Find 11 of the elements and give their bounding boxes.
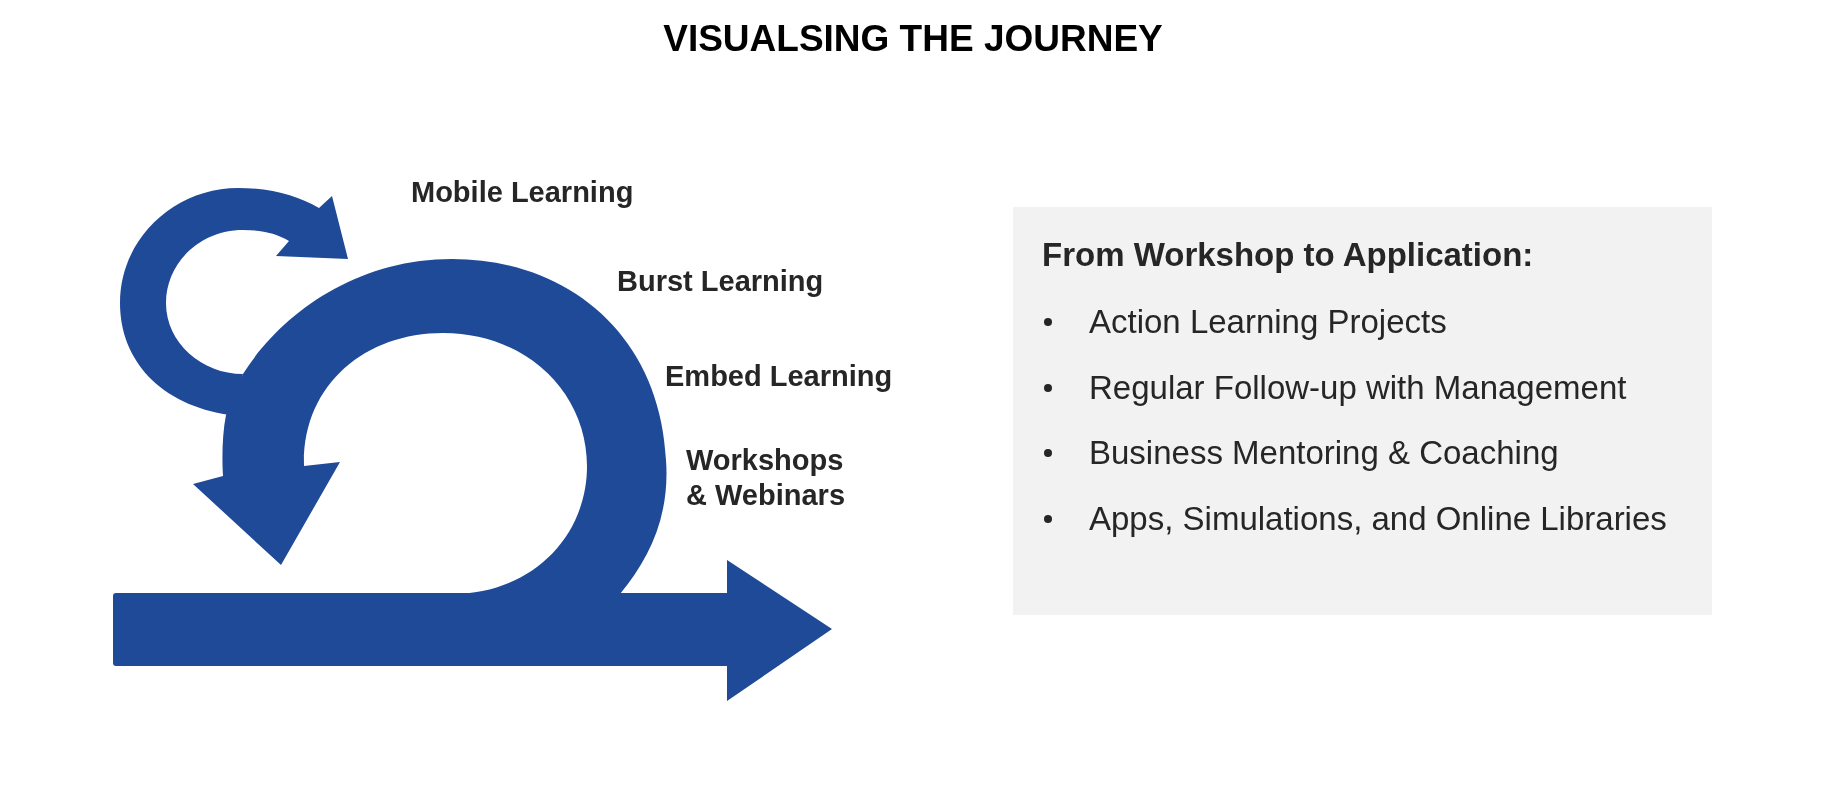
stage-label: Embed Learning xyxy=(665,359,893,393)
panel-heading: From Workshop to Application: xyxy=(1042,236,1534,274)
list-item: Regular Follow-up with Management xyxy=(1089,368,1627,407)
list-item: Apps, Simulations, and Online Libraries xyxy=(1089,499,1667,538)
info-panel xyxy=(1013,207,1712,615)
stage-label: Workshops & Webinars xyxy=(686,443,846,513)
stage-label: Burst Learning xyxy=(617,264,824,298)
list-item: Action Learning Projects xyxy=(1089,303,1447,341)
diagram-title: VISUALSING THE JOURNEY xyxy=(662,17,1164,61)
list-item: Business Mentoring & Coaching xyxy=(1089,434,1559,472)
stage-label: Mobile Learning xyxy=(411,175,634,209)
